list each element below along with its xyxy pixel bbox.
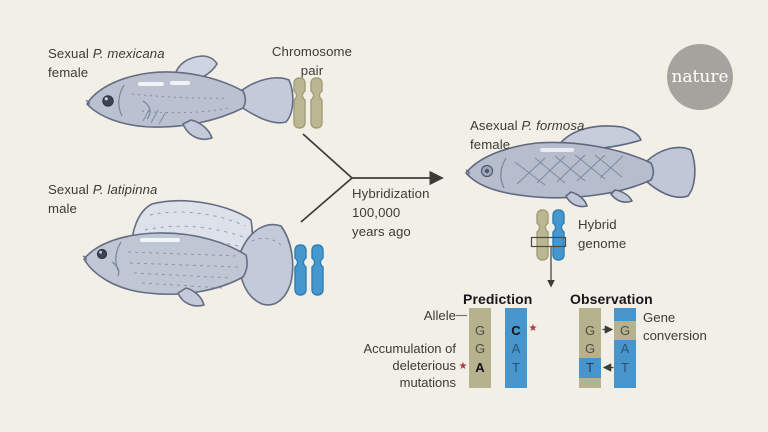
label-allele: Allele — [404, 307, 456, 325]
nucleotide: T — [621, 360, 629, 375]
deleterious-mutation-star-icon: ★ — [528, 323, 538, 334]
label-text: Sexual — [48, 182, 93, 197]
converted-segment — [579, 358, 601, 378]
label-hybrid-genome: Hybrid genome — [578, 215, 642, 253]
fish-eye — [102, 95, 114, 107]
nucleotide-mutated: C — [511, 323, 521, 338]
nature-logo: nature — [667, 44, 733, 110]
fish-p-latipinna-illustration — [82, 199, 294, 307]
anal-fin — [182, 119, 213, 140]
fish-body — [83, 232, 248, 296]
species-name: P. formosa — [521, 118, 585, 133]
label-text: Accumulation of deleterious mutations — [363, 341, 457, 390]
observation-allele-column-left: G G T — [579, 308, 601, 388]
label-text: female — [48, 65, 89, 80]
converted-segment — [614, 321, 636, 340]
prediction-allele-column-tan: G G A — [469, 308, 491, 388]
nucleotide: G — [474, 323, 486, 338]
fish-eye — [96, 248, 108, 260]
label-chromosome-pair: Chromosome pair — [262, 42, 362, 80]
nucleotide: G — [474, 341, 486, 356]
heading-text: Observation — [570, 291, 653, 307]
observation-allele-column-right: G A T — [614, 308, 636, 388]
hybridization-branch-lines — [300, 133, 444, 223]
pelvic-fin — [610, 189, 633, 203]
anal-fin — [565, 191, 588, 208]
nature-logo-text: nature — [671, 67, 729, 87]
nucleotide-converted: G — [619, 323, 631, 338]
label-text: 100,000 — [352, 205, 401, 220]
nucleotide-converted: T — [586, 360, 594, 375]
caudal-fin — [645, 146, 696, 198]
fish-p-formosa-illustration — [465, 125, 696, 208]
chromosome-pair-tan — [293, 77, 323, 129]
label-p-formosa: Asexual P. formosa female — [470, 116, 584, 154]
nucleotide: T — [512, 360, 520, 375]
caudal-fin — [240, 77, 294, 124]
genome-region-box — [530, 236, 567, 248]
label-accumulation-of-deleterious-mutations: Accumulation of deleterious mutations — [352, 340, 457, 391]
label-text: male — [48, 201, 77, 216]
label-p-mexicana: Sexual P. mexicana female — [48, 44, 165, 82]
prediction-heading: Prediction — [463, 291, 532, 307]
label-text: Sexual — [48, 46, 93, 61]
anal-fin — [177, 287, 205, 307]
label-text: Chromosome pair — [271, 44, 353, 78]
nucleotide: G — [584, 341, 596, 356]
caudal-fin — [239, 223, 294, 306]
nucleotide-mutated: A — [475, 360, 485, 375]
observation-heading: Observation — [570, 291, 653, 307]
fish-body — [86, 71, 247, 128]
deleterious-mutation-star-icon: ★ — [458, 361, 468, 372]
label-text: Gene conversion — [643, 310, 707, 343]
label-text: female — [470, 137, 511, 152]
label-text: Hybridization — [352, 186, 430, 201]
species-name: P. latipinna — [92, 182, 158, 197]
chromosome-pair-blue — [294, 244, 324, 296]
nucleotide: A — [620, 341, 630, 356]
fish-p-mexicana-illustration — [85, 55, 294, 140]
species-name: P. mexicana — [92, 46, 165, 61]
label-gene-conversion: Gene conversion — [643, 309, 721, 345]
label-text: years ago — [352, 224, 411, 239]
heading-text: Prediction — [463, 291, 533, 307]
nucleotide: A — [511, 341, 521, 356]
label-hybridization: Hybridization 100,000 years ago — [352, 184, 430, 241]
nucleotide: G — [584, 323, 596, 338]
label-p-latipinna: Sexual P. latipinna male — [48, 180, 157, 218]
prediction-allele-column-blue: C A T — [505, 308, 527, 388]
label-text: Allele — [423, 308, 456, 323]
fish-body — [465, 141, 655, 199]
label-text: Hybrid genome — [578, 217, 627, 251]
label-text: Asexual — [470, 118, 522, 133]
